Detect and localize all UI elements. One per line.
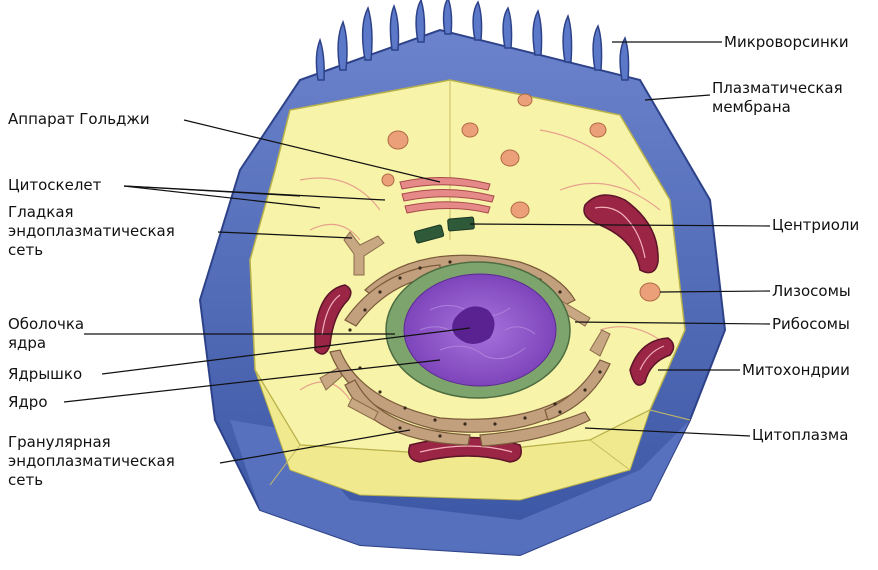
label-cytoskeleton: Цитоскелет: [8, 176, 102, 194]
label-mitochondria: Митохондрии: [742, 361, 850, 379]
label-golgi: Аппарат Гольджи: [8, 110, 150, 128]
microvilli: [315, 0, 630, 81]
cytoskeleton-fibres: [299, 129, 661, 401]
label-nucleolus: Ядрышко: [8, 365, 83, 383]
label-microvilli: Микроворсинки: [724, 33, 849, 51]
label-lysosomes: Лизосомы: [772, 282, 851, 300]
nucleolus: [452, 306, 495, 344]
label-nuclear-envelope: Оболочка ядра: [8, 315, 85, 352]
label-plasma-membrane: Плазматическая мембрана: [712, 79, 843, 116]
golgi-apparatus: [399, 177, 495, 214]
label-ribosomes: Рибосомы: [772, 315, 850, 333]
label-smooth-er: Гладкая эндоплазматическая сеть: [8, 203, 175, 259]
label-rough-er: Гранулярная эндоплазматическая сеть: [8, 433, 175, 489]
smooth-er: [343, 231, 385, 276]
centrioles: [413, 216, 475, 244]
lysosomes: [381, 93, 661, 302]
label-cytoplasm: Цитоплазма: [752, 426, 849, 444]
label-centrioles: Центриоли: [772, 216, 860, 234]
label-nucleus: Ядро: [8, 393, 48, 411]
leader-lines: [63, 41, 771, 464]
membrane-front-face: [230, 420, 690, 555]
